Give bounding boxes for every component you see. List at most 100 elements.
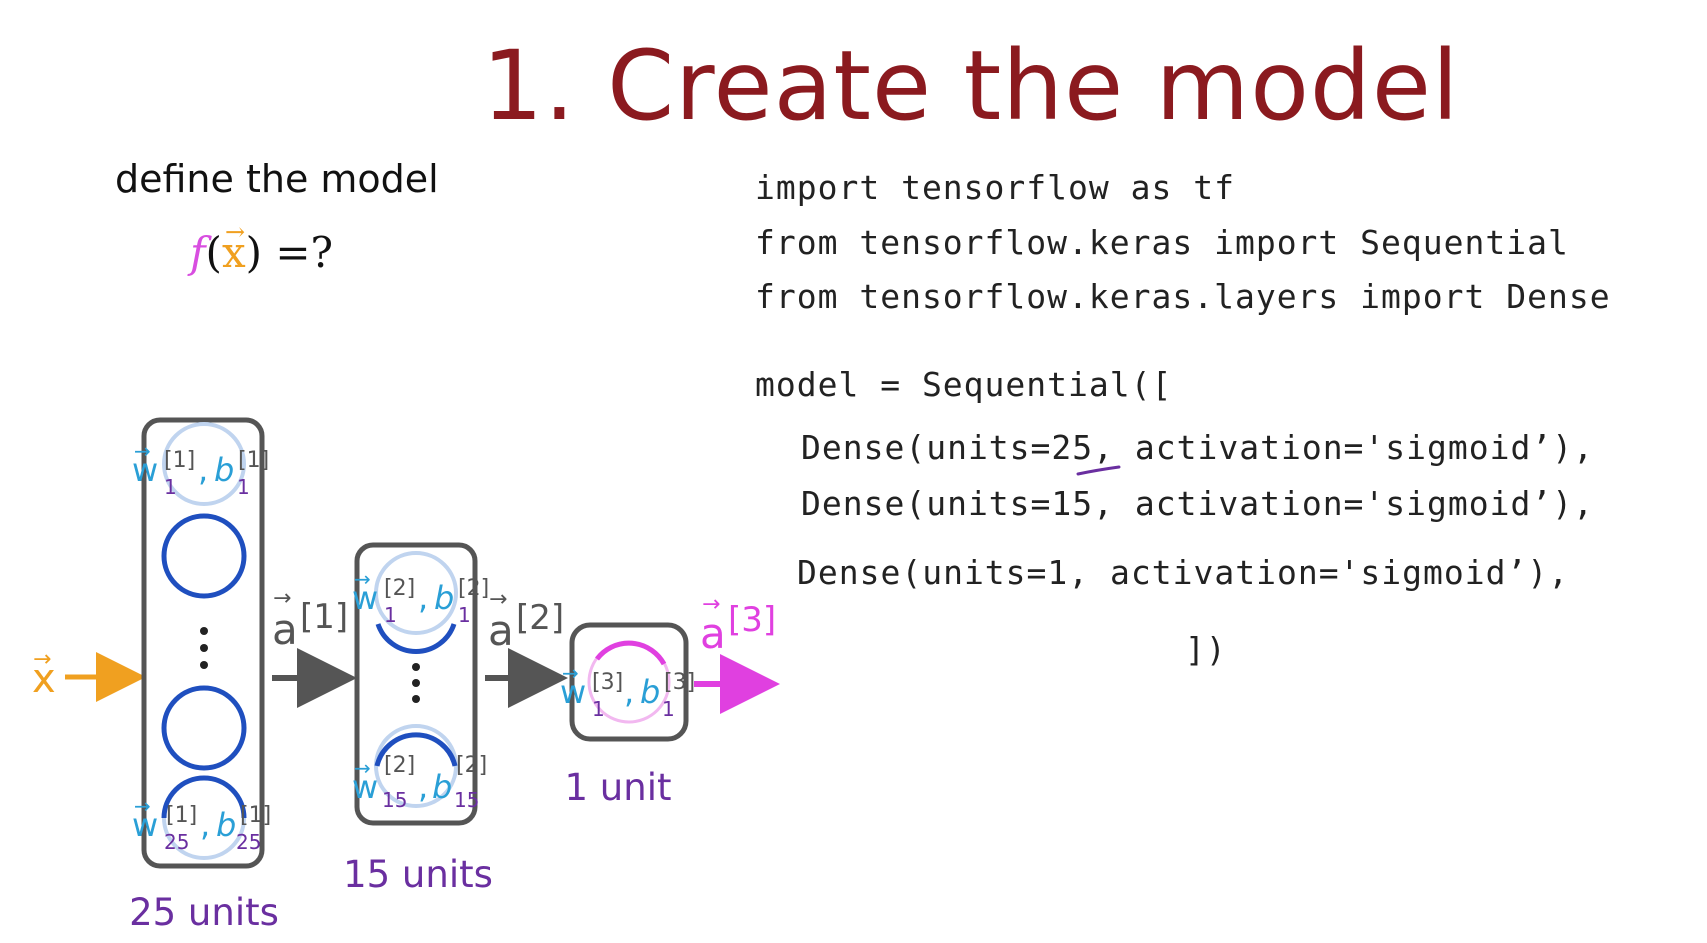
layer-1-neuron-3 [161,685,247,771]
svg-text:1: 1 [458,603,471,627]
svg-text:→: → [134,439,151,463]
svg-text:b: b [216,806,236,844]
svg-text:b: b [214,451,234,489]
layer-2-params-bottom: w → [2] 15 , b [2] 15 [352,753,487,812]
layer-2-neuron-top-arc [375,623,457,655]
layer-1-params-bottom: w → [1] 25 , b [1] 25 [132,794,271,854]
svg-text:→: → [702,592,720,617]
code-line-8: ]) [1185,630,1227,669]
svg-text:1: 1 [662,697,675,721]
code-line-2: from tensorflow.keras import Sequential [755,223,1569,262]
svg-text:[3]: [3] [728,600,776,640]
ellipsis-dot [412,663,420,671]
layer-2-params-top: w → [2] 1 , b [2] 1 [352,567,489,627]
input-vector-arrow-icon: → [33,647,51,672]
vector-arrow-icon: → [224,218,246,246]
svg-text:→: → [489,587,507,612]
svg-text:→: → [562,661,579,685]
svg-text:w: w [132,451,158,489]
formula-f: f [190,228,206,277]
svg-text:1: 1 [164,475,177,499]
svg-text:25: 25 [236,830,261,854]
svg-text:w: w [132,806,158,844]
svg-text:w: w [352,579,378,617]
layer-2-neuron-bottom-arc [374,732,458,767]
ellipsis-dot [200,644,208,652]
svg-text:,: , [198,451,208,489]
define-model-heading: define the model [115,157,439,201]
code-line-6: Dense(units=15, activation='sigmoid’), [801,484,1594,523]
svg-text:[3]: [3] [592,670,623,695]
layer-1-neuron-bottom-arc [161,775,247,819]
page-title: 1. Create the model [482,30,1460,142]
code-line-7: Dense(units=1, activation='sigmoid’), [797,553,1570,592]
ellipsis-dot [412,695,420,703]
layer-1-params-top: w → [1] 1 , b [1] 1 [132,439,269,499]
svg-text:→: → [354,756,371,780]
svg-text:15: 15 [454,788,479,812]
code-line-1: import tensorflow as tf [755,168,1235,207]
svg-text:[1]: [1] [164,448,195,473]
svg-text:[3]: [3] [664,670,695,695]
formula-close: ) =? [245,228,334,277]
svg-text:w: w [352,768,378,806]
svg-text:[1]: [1] [240,803,271,828]
input-x: x → [32,647,56,702]
ellipsis-dot [200,627,208,635]
svg-text:→: → [354,567,371,591]
layer-1-neuron-top [162,422,246,506]
layer-1-neuron-2 [161,513,247,599]
svg-text:[2]: [2] [458,576,489,601]
layer-3-units-label: 1 unit [565,766,672,809]
svg-text:[2]: [2] [516,598,564,638]
svg-text:[2]: [2] [456,753,487,778]
svg-text:[2]: [2] [384,753,415,778]
formula-x: →x [221,218,246,277]
svg-text:[1]: [1] [166,803,197,828]
svg-text:,: , [418,579,428,617]
svg-text:[1]: [1] [238,448,269,473]
layer-2-box [354,542,478,826]
svg-text:15: 15 [382,788,407,812]
input-x-label: x [32,656,56,702]
ellipsis-dot [412,679,420,687]
layer-2-units-label: 15 units [343,853,493,896]
svg-text:b: b [640,673,660,711]
formula-open: ( [205,228,222,277]
svg-text:→: → [134,794,151,818]
a2-label: → a [2] [488,587,564,655]
formula-x-letter: x [221,228,246,277]
svg-text:25: 25 [164,830,189,854]
svg-text:[2]: [2] [384,576,415,601]
handwritten-underline [1076,465,1121,476]
svg-text:b: b [432,768,452,806]
layer-3-neuron-arc [595,640,667,666]
svg-text:,: , [624,673,634,711]
svg-text:1: 1 [592,697,605,721]
svg-text:a: a [700,609,726,658]
a3-label: → a [3] [700,592,776,658]
a1-label: → a [1] [272,586,348,654]
code-line-4: model = Sequential([ [755,365,1173,404]
model-formula: f(→x) =? [190,218,334,277]
svg-text:1: 1 [384,603,397,627]
svg-text:a: a [272,605,298,654]
ellipsis-dot [200,661,208,669]
layer-1-box [141,417,265,869]
svg-text:→: → [273,586,291,611]
layer-2-neuron-top [374,551,458,635]
svg-text:w: w [560,673,586,711]
svg-text:1: 1 [237,475,250,499]
layer-2-neuron-bottom [374,724,458,808]
layer-1-units-label: 25 units [129,891,279,934]
svg-text:[1]: [1] [300,597,348,637]
code-line-5: Dense(units=25, activation='sigmoid’), [801,428,1594,467]
svg-text:,: , [200,806,210,844]
svg-text:b: b [434,579,454,617]
code-line-3: from tensorflow.keras.layers import Dens… [755,277,1611,316]
svg-text:,: , [418,768,428,806]
svg-text:a: a [488,606,514,655]
layer-3-box [569,622,689,742]
layer-3-params: w → [3] 1 , b [3] 1 [560,661,695,721]
